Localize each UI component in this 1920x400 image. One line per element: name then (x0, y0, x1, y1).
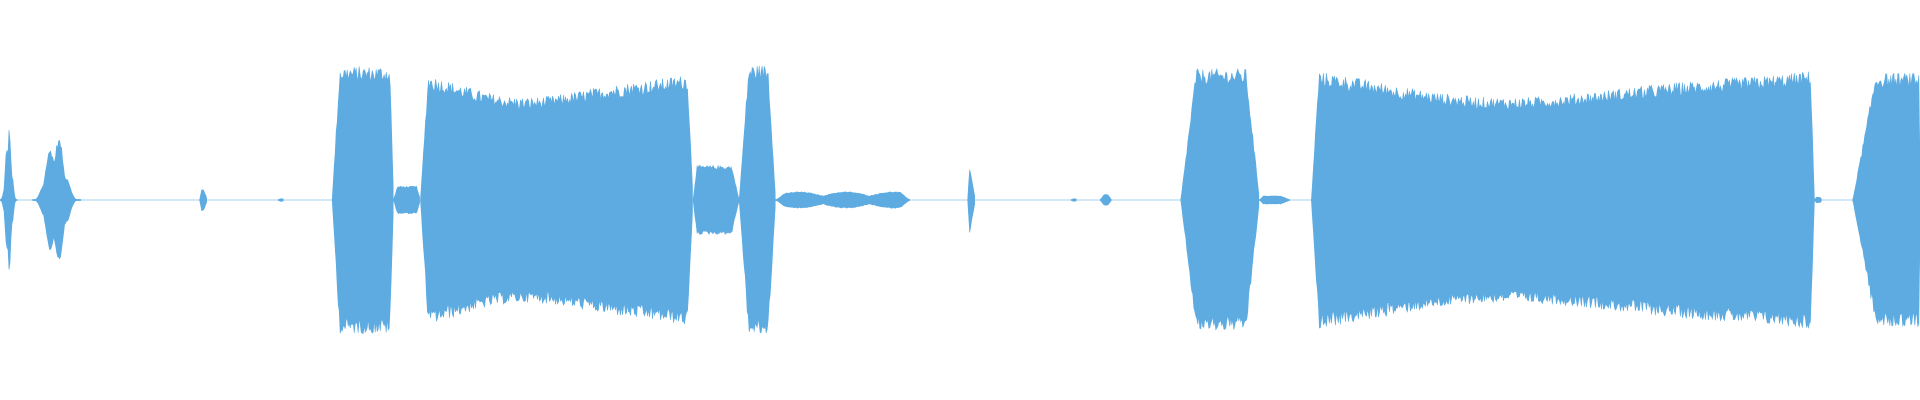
waveform-segment-3 (199, 189, 207, 212)
waveform-segments (0, 65, 1920, 335)
waveform-segment-2 (32, 139, 81, 260)
waveform-segment-7 (420, 76, 693, 325)
waveform-segment-4 (278, 198, 284, 202)
waveform-segment-8 (692, 164, 740, 236)
waveform-segment-13 (1099, 194, 1112, 206)
waveform-segment-11 (967, 169, 975, 233)
waveform-segment-17 (1814, 197, 1822, 204)
waveform-segment-10 (775, 191, 910, 209)
waveform-segment-15 (1259, 195, 1290, 205)
waveform-segment-12 (1071, 198, 1077, 202)
waveform-segment-1 (0, 130, 18, 270)
waveform-segment-6 (393, 185, 420, 215)
waveform-segment-9 (738, 65, 776, 334)
waveform-segment-16 (1311, 71, 1815, 329)
waveform-segment-14 (1180, 67, 1260, 331)
waveform-segment-5 (331, 66, 394, 335)
